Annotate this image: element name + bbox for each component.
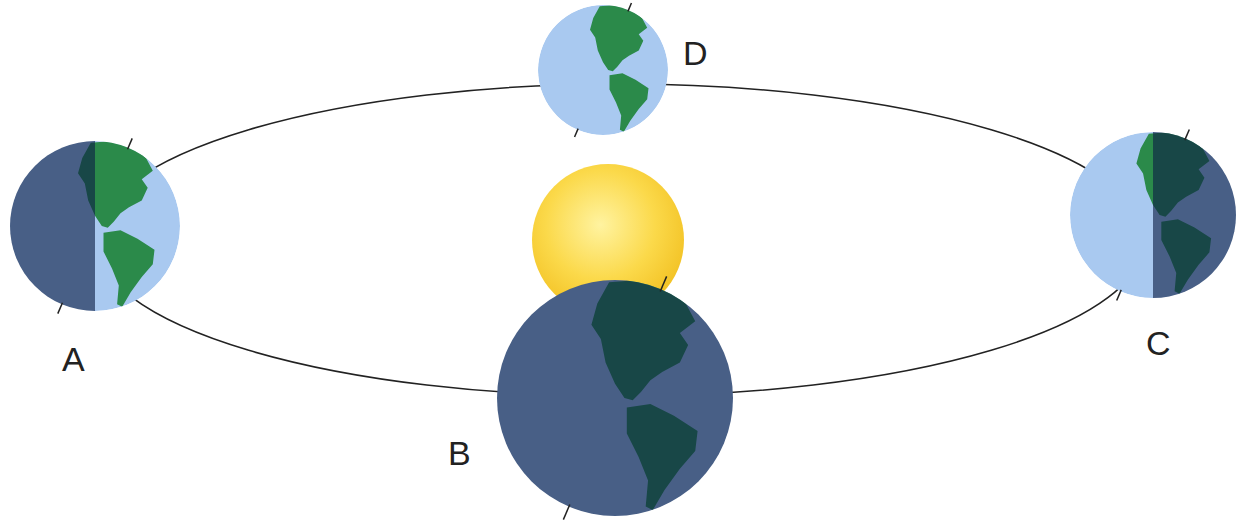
position-letter: B [448,436,471,470]
earth [1070,129,1236,300]
position-letter: C [1146,326,1171,360]
earth [538,3,668,137]
earth [497,276,733,519]
position-letter: A [62,342,85,376]
position-letter: D [683,36,708,70]
earth [10,138,180,313]
